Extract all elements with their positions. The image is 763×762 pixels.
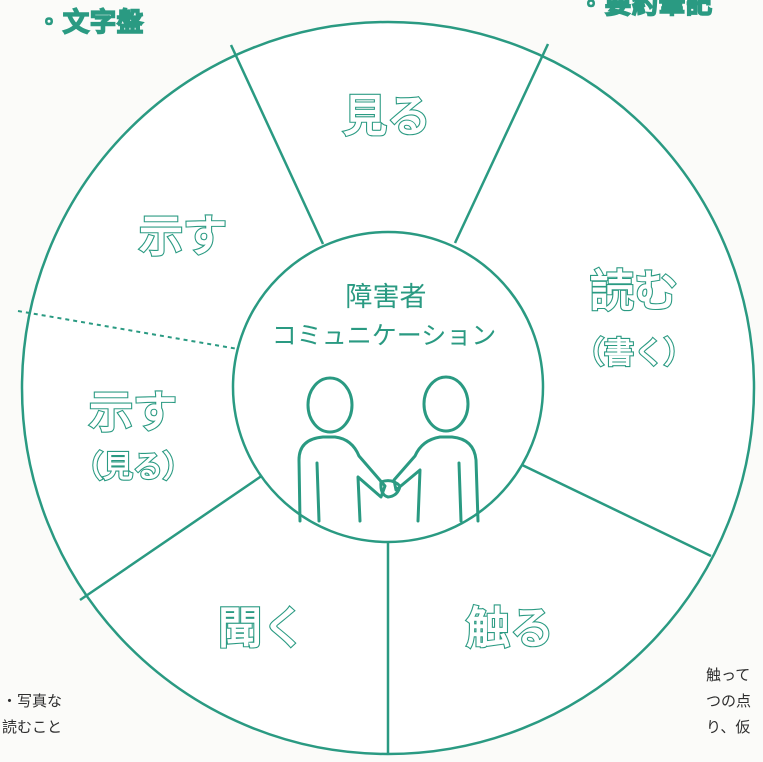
heading-right: ・要約筆記: [577, 0, 714, 21]
segment-label-right-sub: （書く）: [574, 336, 694, 371]
heading-right-text: ・要約筆記: [577, 0, 714, 21]
heading-left: ・文字盤: [35, 2, 145, 39]
person-left-head: [306, 376, 354, 434]
wheel-center-circle: [231, 230, 545, 544]
person-right-head: [422, 375, 470, 433]
background-text-right-1: 触って: [706, 666, 751, 684]
person-right-body: [392, 435, 480, 523]
clasped-hands: [379, 479, 402, 499]
handshake-illustration: [297, 375, 480, 523]
divider-left-dotted: [17, 310, 239, 350]
background-text-left-2: 読むこと: [2, 718, 63, 736]
segment-label-upper-left: 示す: [139, 211, 227, 262]
center-label-line2: コミュニケーション: [272, 321, 497, 350]
background-text-left-1: ・写真な: [2, 692, 63, 710]
background-text-right-3: り、仮: [706, 718, 751, 736]
heading-left-text: ・文字盤: [35, 7, 145, 39]
segment-label-left-sub: （見る）: [73, 450, 193, 485]
person-left-arm-inner: [315, 461, 321, 523]
divider-top-right: [453, 43, 550, 244]
divider-top-left: [229, 44, 325, 245]
segment-label-bottom-right: 触る: [466, 603, 554, 654]
segment-label-top: 見る: [343, 91, 431, 142]
wheel-dividers: [17, 43, 712, 754]
divider-right: [517, 461, 712, 558]
center-label-line1: 障害者: [346, 282, 427, 313]
segment-label-right-main: 読む: [590, 266, 678, 317]
background-text-right-2: つの点: [706, 692, 752, 710]
person-right-arm-inner: [457, 461, 463, 523]
divider-bottom-left: [79, 473, 264, 602]
person-left-body: [297, 435, 387, 523]
segment-label-bottom-left: 聞く: [218, 603, 306, 654]
segment-label-left-main: 示す: [89, 387, 177, 438]
